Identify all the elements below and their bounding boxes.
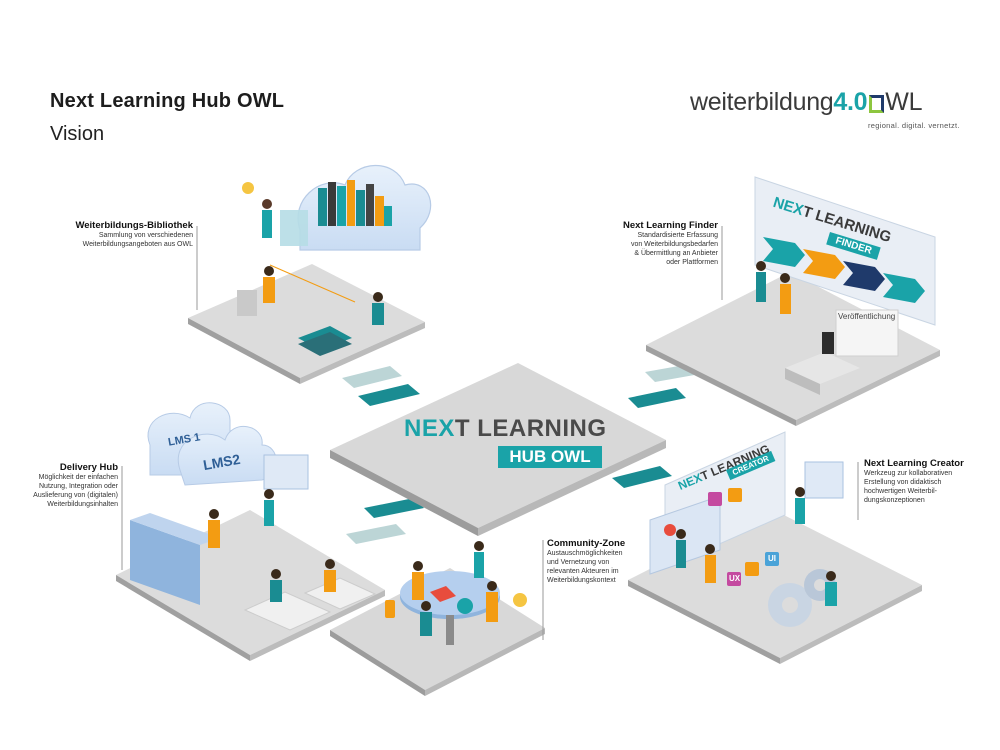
delivery-label: Delivery Hub Möglichkeit der einfachen N… (10, 462, 118, 509)
finder-board-label: Veröffentlichung (838, 312, 896, 321)
logo-owl-o (869, 95, 885, 113)
center-platform (330, 363, 666, 536)
creator-title: Next Learning Creator (864, 458, 964, 469)
creator-label: Next Learning Creator Werkzeug zur kolla… (864, 458, 994, 505)
delivery-title: Delivery Hub (59, 462, 118, 473)
finder-title: Next Learning Finder (622, 220, 718, 231)
finder-step-icons (763, 237, 925, 303)
finder-platform (646, 176, 940, 426)
community-title: Community-Zone (547, 538, 626, 549)
center-ne: NE (404, 415, 439, 442)
logo-version: 4.0 (833, 88, 868, 116)
center-logo-line1: NEXT LEARNING (404, 415, 607, 443)
idea-bulb-icon (513, 593, 527, 607)
community-label: Community-Zone Austauschmöglichkeiten un… (547, 538, 657, 585)
hourglass-icon (385, 600, 395, 618)
logo-word-suffix: WL (885, 88, 923, 116)
library-platform (188, 164, 432, 384)
book-icons (318, 180, 392, 226)
logo-word-prefix: weiterbildung (690, 88, 834, 116)
logo-tagline: regional. digital. vernetzt. (868, 121, 960, 130)
center-x: X (438, 415, 455, 442)
delivery-platform (116, 402, 385, 661)
center-logo-line2: HUB OWL (498, 446, 602, 468)
library-title: Weiterbildungs-Bibliothek (75, 220, 193, 231)
brand-logo: weiterbildung4.0 WL (690, 88, 922, 117)
page-title: Next Learning Hub OWL (50, 90, 285, 112)
page-subtitle: Vision (50, 123, 105, 145)
center-learning: T LEARNING (454, 415, 607, 442)
lightbulb-icon (242, 182, 254, 194)
finder-label: Next Learning Finder Standardisierte Erf… (560, 220, 718, 267)
creator-tag-ux: UX (729, 574, 741, 583)
community-platform (330, 541, 545, 696)
creator-tag-ui: UI (768, 554, 776, 563)
library-label: Weiterbildungs-Bibliothek Sammlung von v… (20, 220, 193, 249)
leader-lines (121, 226, 859, 640)
